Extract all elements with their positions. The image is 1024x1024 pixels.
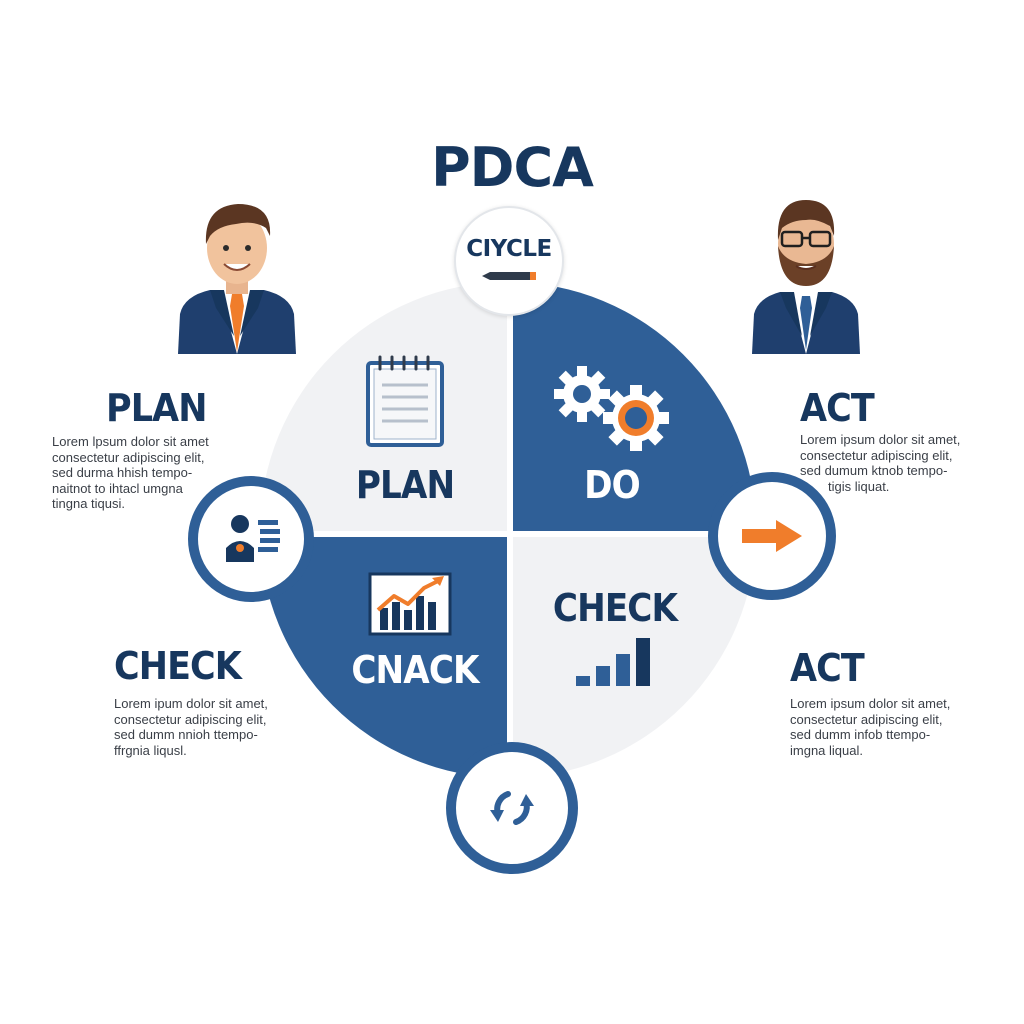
desc-line: Lorem ipsum dolor sit amet, [800,432,961,447]
desc-line: Lorem ipum dolor sit amet, [114,696,268,711]
growth-chart-icon [368,572,452,636]
arrow-right-icon [742,520,802,552]
desc-line: ffrgnia liqusl. [114,742,187,758]
side-heading-plan: PLAN [106,386,207,430]
desc-line: tigis liquat. [828,478,890,494]
desc-line: consectetur adipiscing elit, [800,447,953,463]
pencil-icon [482,272,536,280]
desc-line: sed dumm nnioh ttempo- [114,727,258,742]
desc-line: Lorem ipsum dolor sit amet, [790,696,951,711]
pdca-cycle-circle [260,282,756,778]
desc-line: sed dumm infob ttempo- [790,727,931,742]
side-block-bottom-right: ACT [790,646,870,690]
side-heading-act: ACT [800,386,875,430]
side-desc-bottom-right: Lorem ipsum dolor sit amet, consectetur … [790,696,950,758]
side-heading-act-bottom: ACT [790,646,865,690]
side-desc-top-left: Lorem lpsum dolor sit amet consectetur a… [52,434,209,512]
gears-icon [554,366,669,451]
desc-line: naitnot to ihtacl umgna [52,480,183,496]
side-block-top-left: PLAN [106,386,215,430]
quadrant-label-do: DO [584,463,641,507]
bar-chart-icon [576,638,650,686]
desc-line: consectetur adipiscing elit, [52,449,205,465]
team-icon [226,515,280,562]
diagram-title: PDCA [431,136,594,199]
side-block-top-right: ACT [800,386,880,430]
cycle-badge-label: CIYCLE [466,236,552,262]
desc-line: consectetur adipiscing elit, [790,711,943,727]
businessman-avatar [178,204,296,354]
bottom-badge [446,742,578,874]
bearded-businessman-avatar [752,200,860,354]
desc-line: sed dumum ktnob tempo- [800,463,948,478]
quadrant-label-plan: PLAN [355,463,455,507]
side-desc-top-right: Lorem ipsum dolor sit amet, consectetur … [800,432,960,494]
desc-line: Lorem lpsum dolor sit amet [52,434,209,449]
desc-line: imgna liqual. [790,742,863,758]
quadrant-label-check: CHECK [552,586,678,630]
left-badge [188,476,314,602]
side-desc-bottom-left: Lorem ipum dolor sit amet, consectetur a… [114,696,268,758]
right-badge [708,472,836,600]
quadrant-label-cnack: CNACK [351,648,479,692]
cycle-badge: CIYCLE [454,206,564,316]
refresh-cycle-icon [490,791,534,825]
desc-line: tingna tiqusi. [52,496,125,511]
side-block-bottom-left: CHECK [114,644,252,688]
notepad-icon [366,355,444,447]
side-heading-check: CHECK [114,644,242,688]
desc-line: consectetur adipiscing elit, [114,711,267,727]
desc-line: sed durma hhish tempo- [52,465,193,480]
